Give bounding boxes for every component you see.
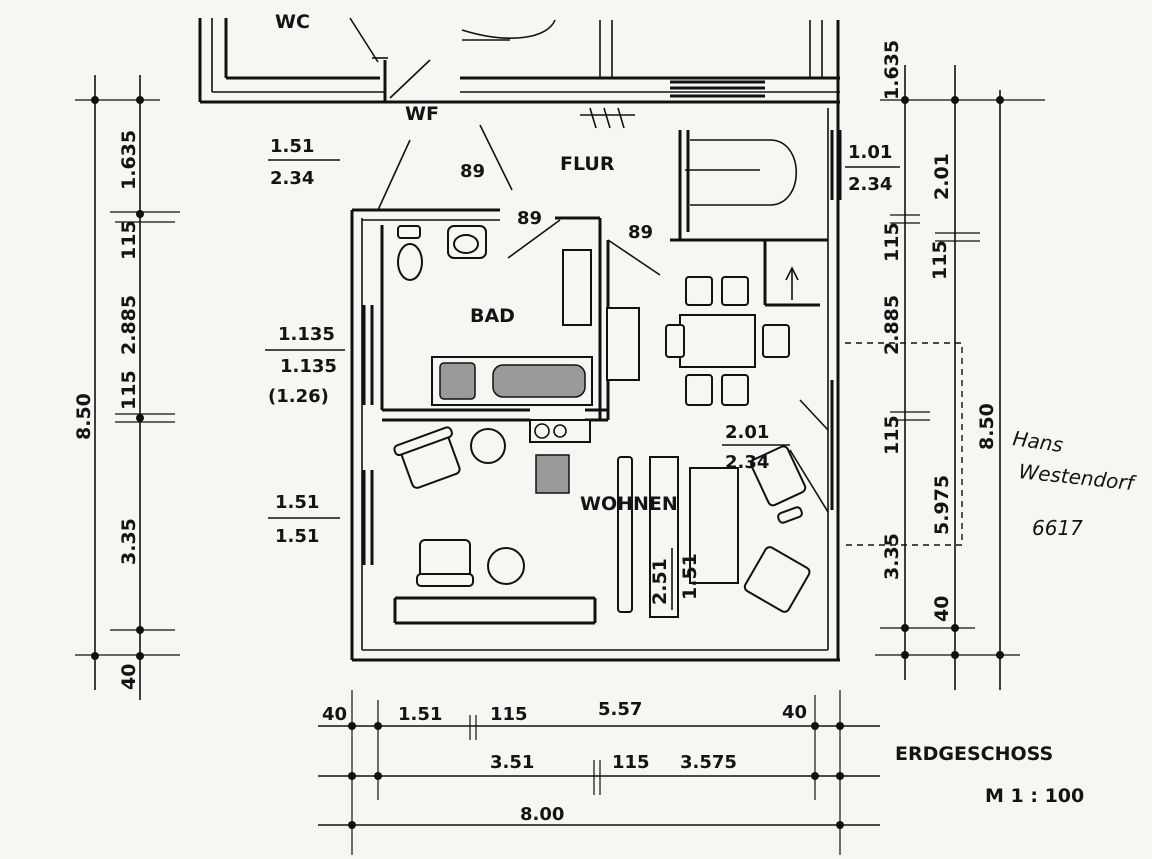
title-block: ERDGESCHOSS M 1 : 100 <box>895 743 1084 807</box>
right-dim-7: 5.975 <box>931 475 953 535</box>
handwriting-line-3: 6617 <box>1032 516 1083 540</box>
window-flur-bottom: 2.34 <box>848 174 892 195</box>
left-dim-total: 8.50 <box>73 393 95 440</box>
window-wohnen-right-bottom: 2.34 <box>725 452 769 473</box>
bottom-dim-a2: 1.51 <box>398 704 442 725</box>
door-dim-3: 89 <box>628 222 653 243</box>
door-labels: 89 89 89 <box>460 161 653 243</box>
right-dim-5: 2.885 <box>881 295 903 355</box>
bottom-dim-total: 8.00 <box>520 804 564 825</box>
room-wc: WC <box>275 11 310 33</box>
right-dim-9: 40 <box>931 596 953 622</box>
left-dim-2: 115 <box>118 220 140 260</box>
right-dim-total: 8.50 <box>976 403 998 450</box>
bottom-dim-b1: 3.51 <box>490 752 534 773</box>
left-dim-1: 1.635 <box>118 130 140 190</box>
window-wohnen-bottom-bottom: 1.51 <box>679 553 701 600</box>
walls <box>198 18 842 662</box>
room-wohnen: WOHNEN <box>580 493 678 515</box>
floor-title: ERDGESCHOSS <box>895 743 1053 765</box>
bottom-dimension-labels: 40 1.51 115 5.57 40 3.51 115 3.575 8.00 <box>322 699 807 825</box>
bottom-dim-a5: 40 <box>782 702 807 723</box>
door-dim-1: 89 <box>460 161 485 182</box>
window-wohnen-left-top: 1.51 <box>275 492 319 513</box>
handwriting-line-2: Westendorf <box>1017 459 1137 495</box>
handwritten-note: Hans Westendorf 6617 <box>1011 426 1138 540</box>
right-dim-6: 115 <box>881 415 903 455</box>
bottom-dim-a4: 5.57 <box>598 699 642 720</box>
window-wf-top: 1.51 <box>270 136 314 157</box>
window-wohnen-bottom-top: 2.51 <box>649 558 671 605</box>
right-dim-1: 1.635 <box>881 40 903 100</box>
right-dim-2: 2.01 <box>931 153 953 200</box>
left-dim-4: 115 <box>118 370 140 410</box>
door-dim-2: 89 <box>517 208 542 229</box>
room-bad: BAD <box>470 305 515 327</box>
bottom-dim-a1: 40 <box>322 704 347 725</box>
scale-label: M 1 : 100 <box>985 785 1084 807</box>
right-dim-3: 115 <box>881 222 903 262</box>
window-flur-top: 1.01 <box>848 142 892 163</box>
window-bad-paren: (1.26) <box>268 386 329 407</box>
window-wohnen-left-bottom: 1.51 <box>275 526 319 547</box>
window-bad-top: 1.135 <box>278 324 335 345</box>
window-bad-bottom: 1.135 <box>280 356 337 377</box>
window-wohnen-right-top: 2.01 <box>725 422 769 443</box>
dimension-lines <box>75 65 1045 855</box>
room-flur: FLUR <box>560 153 615 175</box>
left-dim-3: 2.885 <box>118 295 140 355</box>
doors <box>349 17 829 513</box>
window-wf-bottom: 2.34 <box>270 168 314 189</box>
right-dim-4: 115 <box>929 240 951 280</box>
right-dim-8: 3.35 <box>881 533 903 580</box>
furniture <box>393 225 811 618</box>
handwriting-line-1: Hans <box>1011 426 1064 457</box>
window-labels: 1.51 2.34 1.01 2.34 1.135 1.135 (1.26) 1… <box>268 136 892 605</box>
bottom-dim-b3: 3.575 <box>680 752 737 773</box>
left-dim-5: 3.35 <box>118 518 140 565</box>
right-dimension-labels: 1.635 2.01 115 115 2.885 115 5.975 8.50 … <box>881 40 998 622</box>
bottom-dim-a3: 115 <box>490 704 528 725</box>
room-labels: WC WF FLUR BAD WOHNEN <box>275 11 678 515</box>
left-dim-6: 40 <box>118 664 140 690</box>
left-dimension-labels: 8.50 1.635 115 2.885 115 3.35 40 <box>73 130 140 690</box>
bottom-dim-b2: 115 <box>612 752 650 773</box>
room-wf: WF <box>405 103 439 125</box>
